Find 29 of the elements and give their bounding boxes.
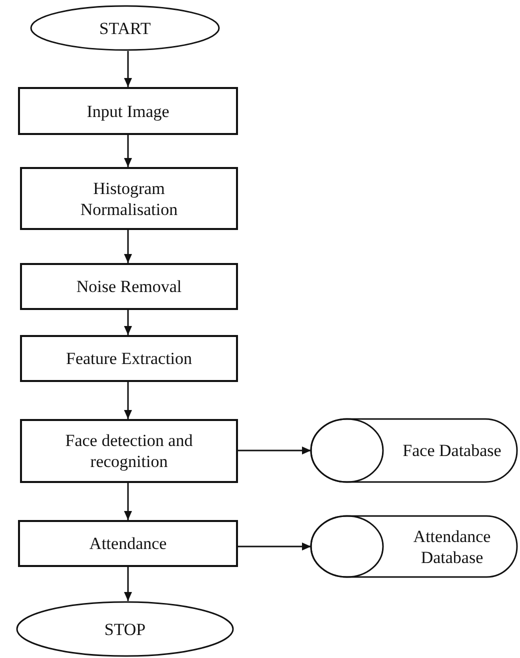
process-box: [18, 87, 238, 135]
arrow: [124, 382, 132, 419]
arrow: [124, 567, 132, 601]
database-cylinder: [310, 418, 518, 483]
node-label: Feature Extraction: [64, 348, 194, 369]
database-cylinder: [310, 515, 518, 578]
process-box: [20, 167, 238, 230]
arrow: [124, 310, 132, 335]
arrow: [124, 483, 132, 520]
node-label: START: [98, 18, 152, 38]
arrow: [124, 51, 132, 87]
terminal-ellipse: [30, 5, 220, 51]
arrow: [124, 135, 132, 167]
node-label: Face detection and recognition: [64, 430, 194, 472]
node-label: Input Image: [86, 100, 170, 122]
arrow: [238, 542, 311, 550]
process-box: [18, 520, 238, 567]
node-label: Histogram Normalisation: [79, 178, 179, 220]
process-box: [20, 335, 238, 382]
node-label: Noise Removal: [75, 276, 183, 297]
node-label: Face Database: [402, 440, 502, 461]
node-label: Attendance: [88, 533, 168, 554]
process-box: [20, 419, 238, 483]
process-box: [20, 263, 238, 310]
arrow: [124, 230, 132, 263]
arrow: [238, 446, 311, 454]
terminal-ellipse: [16, 601, 234, 657]
node-label: STOP: [103, 618, 147, 640]
node-label: Attendance Database: [412, 526, 492, 568]
